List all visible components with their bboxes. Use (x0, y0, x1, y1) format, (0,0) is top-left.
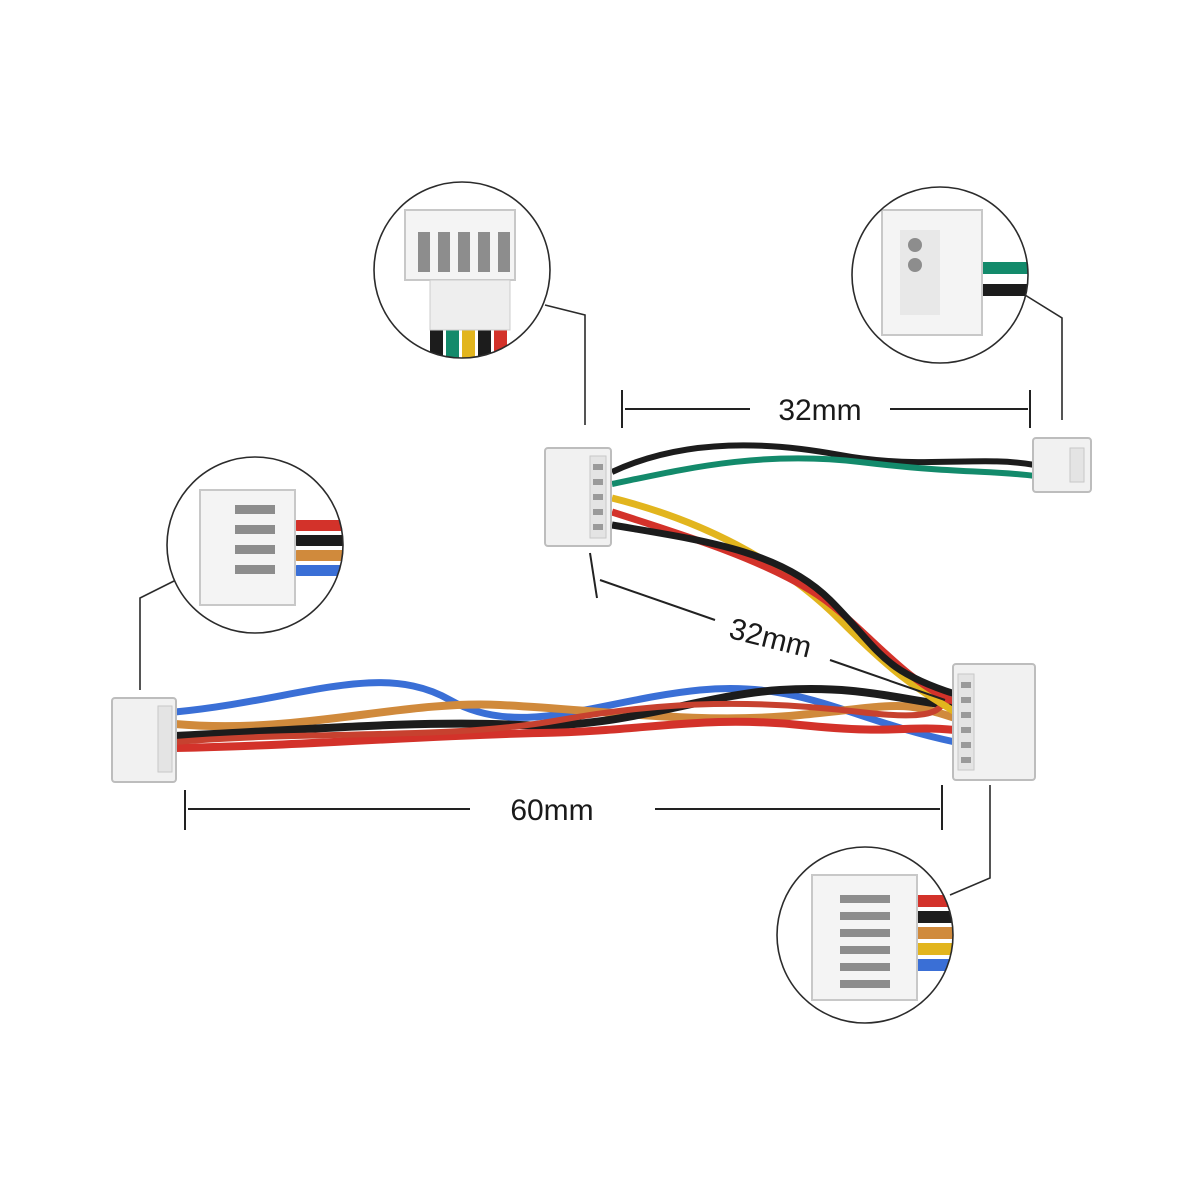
connector-upper-left (544, 447, 612, 547)
dimension-label-diagonal: 32mm (726, 612, 815, 664)
wire-black-upper (611, 521, 957, 698)
leader-upper-left (544, 304, 586, 425)
connector-right (952, 663, 1036, 781)
wire-yellow (611, 494, 957, 715)
wire-black-short (610, 442, 1036, 475)
callout-top-left (373, 181, 551, 359)
callout-wire (912, 927, 953, 939)
dimension-label-top: 32mm (778, 394, 861, 427)
leader-lines (139, 294, 1063, 896)
leader-top-right (1024, 294, 1063, 420)
callout-left (166, 456, 344, 634)
leader-left (139, 577, 181, 690)
wire-red (174, 717, 956, 752)
wire-green-short (611, 455, 1036, 487)
callout-top-right (851, 186, 1029, 364)
leader-bottom-right (949, 785, 991, 896)
callout-bottom-right (776, 846, 954, 1024)
connector-top-right-small (1032, 437, 1092, 493)
callout-wire (975, 284, 1028, 296)
callout-wire (912, 943, 953, 955)
wire-harness (174, 442, 1036, 752)
wire-red-2 (174, 697, 956, 745)
callout-wire (292, 535, 343, 546)
callout-wire (975, 262, 1028, 274)
callout-wire (292, 520, 343, 531)
wire-blue (174, 679, 956, 746)
callout-wire (912, 911, 953, 923)
dimension-lines (184, 390, 1031, 830)
wire-black (174, 684, 956, 740)
callout-wire (292, 565, 343, 576)
callout-wire (292, 550, 343, 561)
dimension-label-bottom: 60mm (510, 794, 593, 827)
connector-left (111, 697, 177, 783)
